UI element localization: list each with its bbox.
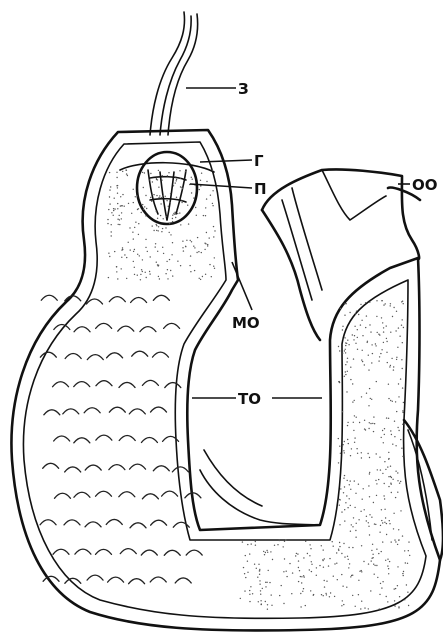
leader-p [190, 184, 252, 188]
label-mo: МО [232, 314, 260, 332]
label-to: ТО [238, 390, 261, 408]
stalk [150, 12, 198, 135]
label-p: П [254, 180, 267, 198]
head-structure [120, 152, 214, 224]
label-z: З [238, 80, 249, 98]
leader-g [200, 160, 252, 162]
leader-lines [186, 88, 410, 398]
scale-pattern [40, 295, 202, 583]
label-g: Г [254, 152, 264, 170]
main-body [11, 130, 440, 630]
label-oo: ОО [412, 176, 438, 194]
